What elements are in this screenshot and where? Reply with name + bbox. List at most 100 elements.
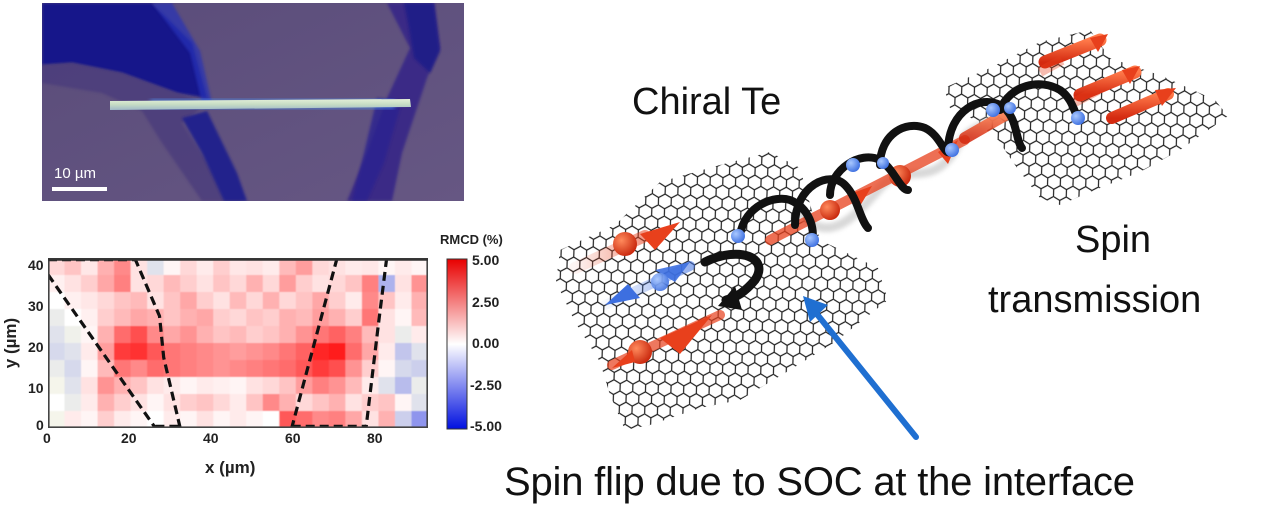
heatmap-cell bbox=[295, 411, 313, 428]
heatmap-cell bbox=[81, 360, 98, 378]
heatmap-cell bbox=[196, 377, 214, 395]
heatmap-cell bbox=[328, 394, 346, 412]
heatmap-cell bbox=[262, 292, 280, 310]
x-tick-40: 40 bbox=[203, 430, 219, 446]
heatmap-cell bbox=[262, 411, 280, 428]
heatmap-cell bbox=[312, 360, 330, 378]
y-tick-0: 0 bbox=[36, 417, 44, 433]
flake-boundary-dashed-line bbox=[133, 258, 182, 428]
heatmap-cell bbox=[262, 275, 280, 293]
flake-boundary-dashed-line bbox=[48, 273, 157, 428]
heatmap-cell bbox=[328, 343, 346, 361]
label-spin: Spin bbox=[1075, 219, 1152, 261]
heatmap-cell bbox=[378, 292, 396, 310]
colorbar-tick-minus-5: -5.00 bbox=[470, 418, 502, 434]
heatmap-cell bbox=[411, 377, 428, 395]
heatmap-cell bbox=[81, 258, 98, 276]
heatmap-cell bbox=[48, 326, 65, 344]
heatmap-cell bbox=[279, 292, 297, 310]
heatmap-cell bbox=[196, 343, 214, 361]
heatmap-cell bbox=[114, 292, 132, 310]
y-axis-title: y (µm) bbox=[1, 317, 21, 369]
optical-micrograph bbox=[42, 3, 464, 201]
heatmap-cell bbox=[196, 292, 214, 310]
heatmap-cell bbox=[180, 377, 198, 395]
heatmap-cell bbox=[64, 360, 82, 378]
heatmap-cell bbox=[213, 309, 231, 327]
heatmap-cell bbox=[328, 377, 346, 395]
heatmap-cell bbox=[411, 258, 428, 276]
heatmap-cell bbox=[328, 411, 346, 428]
heatmap-cell bbox=[262, 326, 280, 344]
heatmap-cell bbox=[262, 394, 280, 412]
heatmap-cell bbox=[213, 275, 231, 293]
heatmap-cell bbox=[229, 326, 247, 344]
heatmap-cell bbox=[48, 377, 65, 395]
heatmap-cell bbox=[411, 326, 428, 344]
spin-down-arrow bbox=[600, 261, 695, 310]
heatmap-cell bbox=[345, 326, 363, 344]
heatmap-cell bbox=[246, 360, 264, 378]
heatmap-cell bbox=[394, 275, 412, 293]
heatmap-cell bbox=[196, 411, 214, 428]
heatmap-cell bbox=[81, 394, 98, 412]
heatmap-cell bbox=[246, 394, 264, 412]
heatmap-cell bbox=[114, 343, 132, 361]
heatmap-cell bbox=[97, 258, 115, 276]
heatmap-cell bbox=[361, 292, 379, 310]
heatmap-cell bbox=[97, 326, 115, 344]
heatmap-cell bbox=[97, 377, 115, 395]
scale-bar-label: 10 µm bbox=[54, 165, 96, 182]
heatmap-cell bbox=[312, 275, 330, 293]
colorbar-tick-0: 0.00 bbox=[472, 335, 500, 351]
y-tick-20: 20 bbox=[28, 339, 44, 355]
heatmap-cell bbox=[378, 411, 396, 428]
heatmap-cell bbox=[147, 377, 165, 395]
heatmap-cell bbox=[114, 309, 132, 327]
heatmap-cell bbox=[345, 343, 363, 361]
colorbar-tick-minus-2-5: -2.50 bbox=[470, 377, 502, 393]
colorbar-tick-2-5: 2.50 bbox=[472, 294, 500, 310]
heatmap-cell bbox=[180, 343, 198, 361]
heatmap-cell bbox=[180, 292, 198, 310]
heatmap-cell bbox=[196, 258, 214, 276]
heatmap-cell bbox=[279, 343, 297, 361]
heatmap-cell bbox=[64, 275, 82, 293]
heatmap-cell bbox=[48, 343, 65, 361]
rmcd-heatmap bbox=[48, 258, 428, 428]
flake-boundary-dashed-line bbox=[364, 258, 389, 428]
heatmap-cell bbox=[163, 343, 181, 361]
heatmap-cell bbox=[114, 411, 132, 428]
colorbar-label: RMCD (%) bbox=[440, 232, 503, 247]
heatmap-cell bbox=[411, 394, 428, 412]
heatmap-cell bbox=[213, 360, 231, 378]
heatmap-cell bbox=[48, 360, 65, 378]
heatmap-cell bbox=[345, 377, 363, 395]
heatmap-cell bbox=[328, 292, 346, 310]
spin-flip-arrow bbox=[700, 249, 764, 310]
heatmap-cell bbox=[196, 360, 214, 378]
heatmap-cell bbox=[64, 309, 82, 327]
heatmap-cell bbox=[279, 377, 297, 395]
heatmap-cell bbox=[394, 360, 412, 378]
heatmap-cell bbox=[295, 275, 313, 293]
spin-transport-schematic bbox=[556, 30, 1228, 440]
heatmap-cell bbox=[246, 309, 264, 327]
heatmap-cell bbox=[97, 292, 115, 310]
heatmap-cell bbox=[345, 275, 363, 293]
heatmap-cell bbox=[147, 343, 165, 361]
colorbar-tick-5: 5.00 bbox=[472, 252, 500, 268]
heatmap-cell bbox=[196, 394, 214, 412]
heatmap-cell bbox=[48, 394, 65, 412]
heatmap-cell bbox=[262, 309, 280, 327]
heatmap-cell bbox=[246, 377, 264, 395]
heatmap-cell bbox=[229, 343, 247, 361]
heatmap-cell bbox=[48, 258, 65, 276]
heatmap-cell bbox=[229, 309, 247, 327]
heatmap-cell bbox=[394, 394, 412, 412]
x-tick-20: 20 bbox=[121, 430, 137, 446]
transmitted-spin-arrows bbox=[1037, 33, 1176, 124]
x-tick-60: 60 bbox=[285, 430, 301, 446]
label-transmission: transmission bbox=[988, 279, 1202, 321]
heatmap-cell bbox=[81, 411, 98, 428]
